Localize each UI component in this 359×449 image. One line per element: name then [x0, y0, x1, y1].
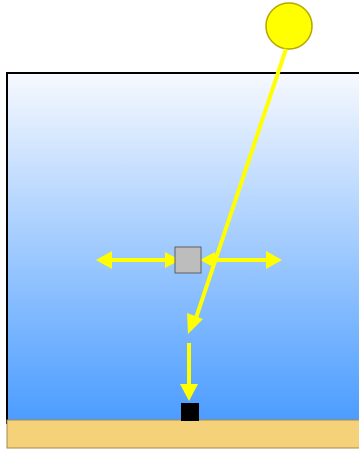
detector-icon — [181, 403, 199, 421]
sun-icon — [266, 3, 312, 49]
scattering-particle-icon — [175, 247, 201, 273]
seabed — [7, 420, 359, 448]
